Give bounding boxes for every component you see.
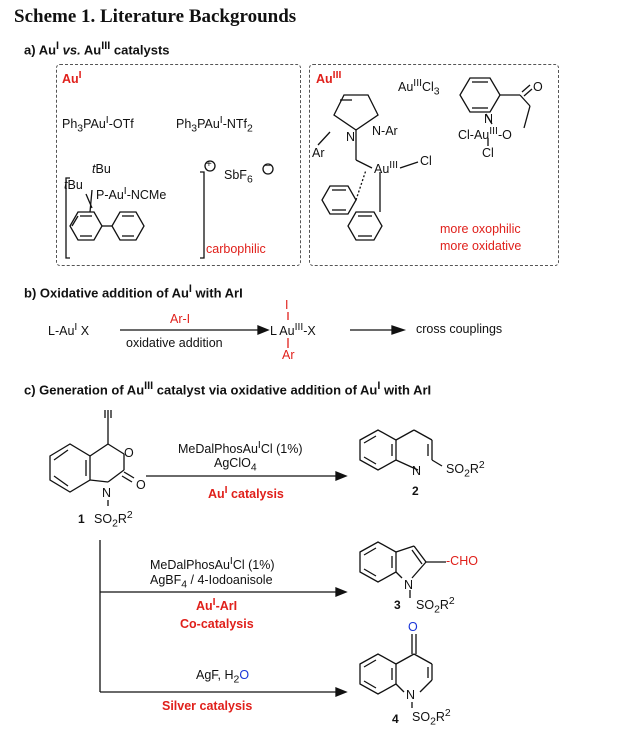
p3-nitrogen: N [404, 578, 414, 592]
anion-charge: − [265, 161, 271, 172]
oxidative-note: more oxidative [440, 239, 522, 253]
nhc-au-cl: Cl [420, 154, 432, 168]
rxn1-catalyst: MeDalPhosAuICl (1%) [178, 440, 303, 457]
rxn2-label-1: AuI-ArI [196, 597, 238, 614]
rxn1-label: AuI catalysis [208, 485, 284, 502]
scheme-b-condition: oxidative addition [126, 336, 223, 350]
oxophilic-note: more oxophilic [440, 222, 521, 236]
aucl3-label: AuIIICl3 [398, 78, 440, 98]
p2-sulfonyl: SO2R2 [446, 460, 485, 480]
auiii-header: AuIII [316, 70, 342, 87]
p3-sulfonyl: SO2R2 [416, 596, 455, 616]
tbu-label-2: tBu [64, 178, 83, 192]
section-b-heading: b) Oxidative addition of AuI with ArI [24, 283, 243, 301]
compound-3-number: 3 [394, 598, 401, 612]
rxn1-additive: AgClO4 [214, 456, 257, 474]
nhc-n-ar: N-Ar [372, 124, 398, 138]
rxn2-additive: AgBF4 / 4-Iodoanisole [150, 573, 273, 591]
pyridine-n: N [484, 112, 494, 126]
scheme-b-iodide: I [285, 298, 289, 312]
nhc-au-center: AuIII [374, 160, 398, 177]
au-bottom-cl: Cl [482, 146, 494, 160]
cation-charge: + [206, 159, 212, 170]
sm-carbonyl-oxygen: O [136, 478, 146, 492]
compound-2-number: 2 [412, 484, 419, 498]
aui-catalyst-ntf2: Ph3PAuI-NTf2 [176, 115, 253, 135]
auiii-catalyst-box [309, 64, 559, 266]
scheme-b-reactant: L-AuI X [48, 322, 90, 339]
scheme-title: Scheme 1. Literature Backgrounds [14, 6, 297, 27]
sbf6-counterion: SbF6 [224, 168, 253, 186]
sm-sulfonyl: SO2R2 [94, 510, 133, 530]
aui-header: AuI [62, 70, 82, 87]
picolinate-carbonyl-o: O [533, 80, 543, 94]
nhc-ar: Ar [312, 146, 325, 160]
p4-carbonyl-oxygen: O [408, 620, 418, 634]
rxn3-reagents: AgF, H2O [196, 668, 250, 686]
rxn2-catalyst: MeDalPhosAuICl (1%) [150, 556, 275, 573]
compound-1-number: 1 [78, 512, 85, 526]
scheme-b-reagent: Ar-I [170, 312, 191, 326]
phosphine-au-ncme: P-AuI-NCMe [96, 186, 167, 203]
rxn3-label: Silver catalysis [162, 699, 253, 713]
scheme-b-aryl: Ar [282, 348, 295, 362]
scheme-b-product: L AuIII-X [270, 322, 316, 339]
p2-nitrogen: N [412, 464, 422, 478]
section-c-heading: c) Generation of AuIII catalyst via oxid… [24, 380, 432, 398]
cl-au-o-label: Cl-AuIII-O [458, 126, 512, 143]
section-a-heading: a) AuI vs. AuIII catalysts [24, 40, 170, 58]
tbu-label-1: tBu [92, 162, 111, 176]
sm-ring-oxygen: O [124, 446, 134, 460]
carbophilic-note: carbophilic [206, 242, 266, 256]
rxn2-label-2: Co-catalysis [180, 617, 254, 631]
sm-nitrogen: N [102, 486, 112, 500]
p3-aldehyde: -CHO [446, 554, 478, 568]
compound-4-number: 4 [392, 712, 399, 726]
p4-nitrogen: N [406, 688, 416, 702]
scheme-b-outcome: cross couplings [416, 322, 503, 336]
aui-catalyst-box [56, 64, 301, 266]
p4-sulfonyl: SO2R2 [412, 708, 451, 728]
nhc-n: N [346, 130, 356, 144]
aui-catalyst-otf: Ph3PAuI-OTf [62, 115, 134, 135]
